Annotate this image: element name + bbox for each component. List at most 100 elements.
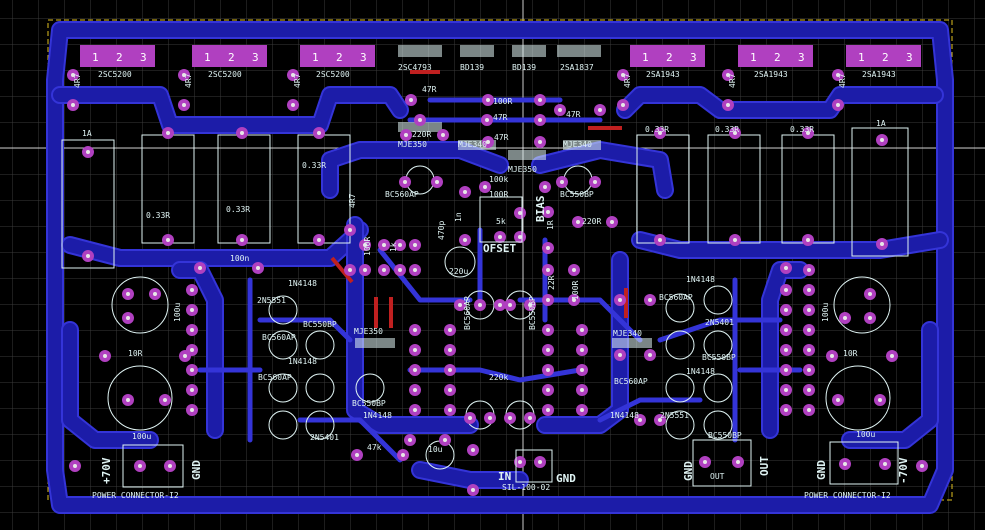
pad-hole: [190, 328, 194, 332]
pad-hole: [182, 73, 186, 77]
pad-hole: [784, 328, 788, 332]
pad-hole: [163, 398, 167, 402]
driver-label: MJE340: [458, 140, 487, 149]
pad-hole: [580, 388, 584, 392]
value-label: 100n: [230, 254, 249, 263]
transistor-outline: [305, 373, 335, 403]
pad-hole: [190, 348, 194, 352]
transistor-outline: [305, 330, 335, 360]
input-connector: SIL-100-02 IN GND: [498, 449, 576, 492]
to126-row: 2SC4793 BD139 BD139 2SA1837: [398, 63, 594, 72]
trace-body: [323, 143, 507, 197]
pad-hole: [880, 138, 884, 142]
pad-hole: [807, 368, 811, 372]
trace-body: [53, 88, 407, 132]
pad-hole: [807, 308, 811, 312]
pin-label: 3: [360, 51, 367, 64]
to126-outline: [612, 338, 652, 348]
pad-hole: [291, 73, 295, 77]
resistor-label: 0.33R: [146, 211, 170, 220]
pad-hole: [256, 266, 260, 270]
pad-hole: [836, 398, 840, 402]
pin-label: 1: [858, 51, 865, 64]
transistor-label: BC560AP: [614, 377, 648, 386]
pin-label: 1: [312, 51, 319, 64]
connector-title: POWER CONNECTOR-I2: [804, 491, 891, 500]
value-label: 10u: [428, 445, 443, 454]
value-label: 22R: [547, 275, 556, 290]
transistor-q6: 1 2 3 2SA1943: [846, 45, 921, 79]
pad-hole: [413, 368, 417, 372]
to126-outline: [398, 122, 442, 132]
pad-hole: [413, 268, 417, 272]
pad-hole: [726, 103, 730, 107]
pad-hole: [807, 328, 811, 332]
transistor-q2: 1 2 3 2SC5200: [192, 45, 267, 79]
transistor-outline: [305, 410, 335, 440]
small-transistor-labels: BC560AP BC550BP BC560AP BC550BP 2N5551 2…: [257, 190, 742, 442]
pad-hole: [558, 108, 562, 112]
transistor-label: 2SC5200: [98, 70, 132, 79]
pad-hole: [807, 288, 811, 292]
pad-hole: [784, 308, 788, 312]
pad-hole: [409, 98, 413, 102]
resistor-label: 0.33R: [645, 125, 669, 134]
pad-hole: [658, 131, 662, 135]
pad-hole: [648, 353, 652, 357]
pad-hole: [166, 131, 170, 135]
pad-hole: [355, 453, 359, 457]
pin-label: 1: [204, 51, 211, 64]
diode-label: 1N4148: [686, 275, 715, 284]
pad-hole: [618, 353, 622, 357]
pad-hole: [240, 131, 244, 135]
pad-hole: [413, 328, 417, 332]
transistor-label: 2SA1943: [862, 70, 896, 79]
pad-hole: [580, 408, 584, 412]
resistor-label: 1A: [876, 119, 886, 128]
pad-hole: [190, 308, 194, 312]
pad-hole: [463, 190, 467, 194]
to126-outline: [512, 45, 546, 57]
transistor-outline: [665, 410, 695, 440]
pad-hole: [807, 348, 811, 352]
pad-hole: [317, 131, 321, 135]
transistor-outline: [268, 330, 298, 360]
trace-thin: [657, 317, 783, 343]
power-connector-right: POWER CONNECTOR-I2 -70V GND: [804, 441, 910, 500]
pad-hole: [806, 131, 810, 135]
transistor-label: BC550BP: [303, 320, 337, 329]
transistor-label: BC560AP: [659, 293, 693, 302]
pad-hole: [198, 266, 202, 270]
pad-hole: [621, 73, 625, 77]
value-label: 220R: [412, 130, 431, 139]
pad-hole: [572, 298, 576, 302]
resistor-label: 4R7: [73, 73, 82, 88]
value-label: 100u: [821, 303, 830, 322]
to126-outline: [557, 45, 601, 57]
pad-hole: [593, 180, 597, 184]
pad-hole: [103, 354, 107, 358]
capacitor-outline: [444, 246, 476, 278]
gnd-label: GND: [682, 461, 695, 481]
connector-title: OUT: [710, 472, 725, 481]
pad-hole: [485, 118, 489, 122]
pad-hole: [658, 238, 662, 242]
pad-hole: [784, 348, 788, 352]
pad-hole: [348, 228, 352, 232]
pad-hole: [920, 464, 924, 468]
to126-outline: [355, 338, 395, 348]
value-label: 47R: [566, 110, 581, 119]
pad-hole: [413, 243, 417, 247]
pad-hole: [648, 298, 652, 302]
to126-outline: [458, 140, 496, 150]
pad-hole: [560, 180, 564, 184]
value-label: 10R: [843, 349, 858, 358]
trace-body: [63, 323, 157, 447]
to126-outline: [460, 45, 494, 57]
transistor-outline: [703, 285, 733, 315]
in-label: IN: [498, 470, 511, 483]
pad-hole: [580, 368, 584, 372]
driver-label: MJE340: [563, 140, 592, 149]
pad-hole: [126, 398, 130, 402]
